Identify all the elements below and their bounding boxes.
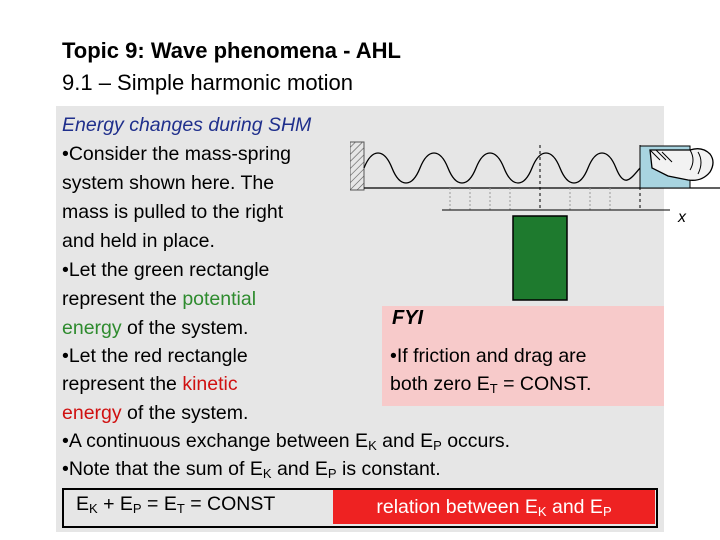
text-line-6: represent the potential	[62, 288, 257, 310]
text-line-5: •Let the green rectangle	[62, 259, 270, 281]
text-line-9: represent the kinetic	[62, 373, 238, 395]
section-heading: Energy changes during SHM	[62, 114, 312, 136]
energy-equation: EK + EP = ET = CONST	[76, 493, 276, 516]
text-line-12: •Note that the sum of EK and EP is const…	[62, 458, 441, 481]
spring	[363, 152, 641, 184]
text-line-4: and held in place.	[62, 230, 215, 252]
relation-button[interactable]: relation between EK and EP	[333, 490, 655, 524]
ruler-ticks	[449, 188, 611, 210]
bullet: •	[62, 430, 69, 452]
fyi-line-2: both zero ET = CONST.	[390, 373, 592, 396]
bullet: •	[62, 143, 69, 165]
text-line-1: •Consider the mass-spring	[62, 143, 292, 165]
energy-word-red: energy	[62, 402, 122, 424]
fyi-title: FYI	[392, 307, 424, 329]
text-line-8: •Let the red rectangle	[62, 345, 248, 367]
potential-energy-bar	[512, 215, 568, 301]
energy-word-green: energy	[62, 317, 122, 339]
fyi-line-1: •If friction and drag are	[390, 345, 587, 367]
page-subtitle: 9.1 – Simple harmonic motion	[62, 70, 354, 95]
kinetic-word: kinetic	[182, 373, 238, 395]
potential-word: potential	[182, 288, 257, 310]
wall-hatch	[350, 141, 365, 191]
text-line-3: mass is pulled to the right	[62, 201, 284, 223]
page-title: Topic 9: Wave phenomena - AHL	[62, 38, 401, 63]
text-line-2: system shown here. The	[62, 172, 275, 194]
bullet: •	[62, 259, 69, 281]
mass-spring-diagram: x	[350, 141, 720, 301]
bullet: •	[62, 345, 69, 367]
text-line-11: •A continuous exchange between EK and EP…	[62, 430, 511, 453]
x-label: x	[677, 209, 687, 226]
pointing-hand-icon	[649, 148, 714, 181]
fyi-box	[382, 306, 664, 406]
text-line-10: energy of the system.	[62, 402, 249, 424]
text-line-7: energy of the system.	[62, 317, 249, 339]
bullet: •	[390, 345, 397, 367]
bullet: •	[62, 458, 69, 480]
